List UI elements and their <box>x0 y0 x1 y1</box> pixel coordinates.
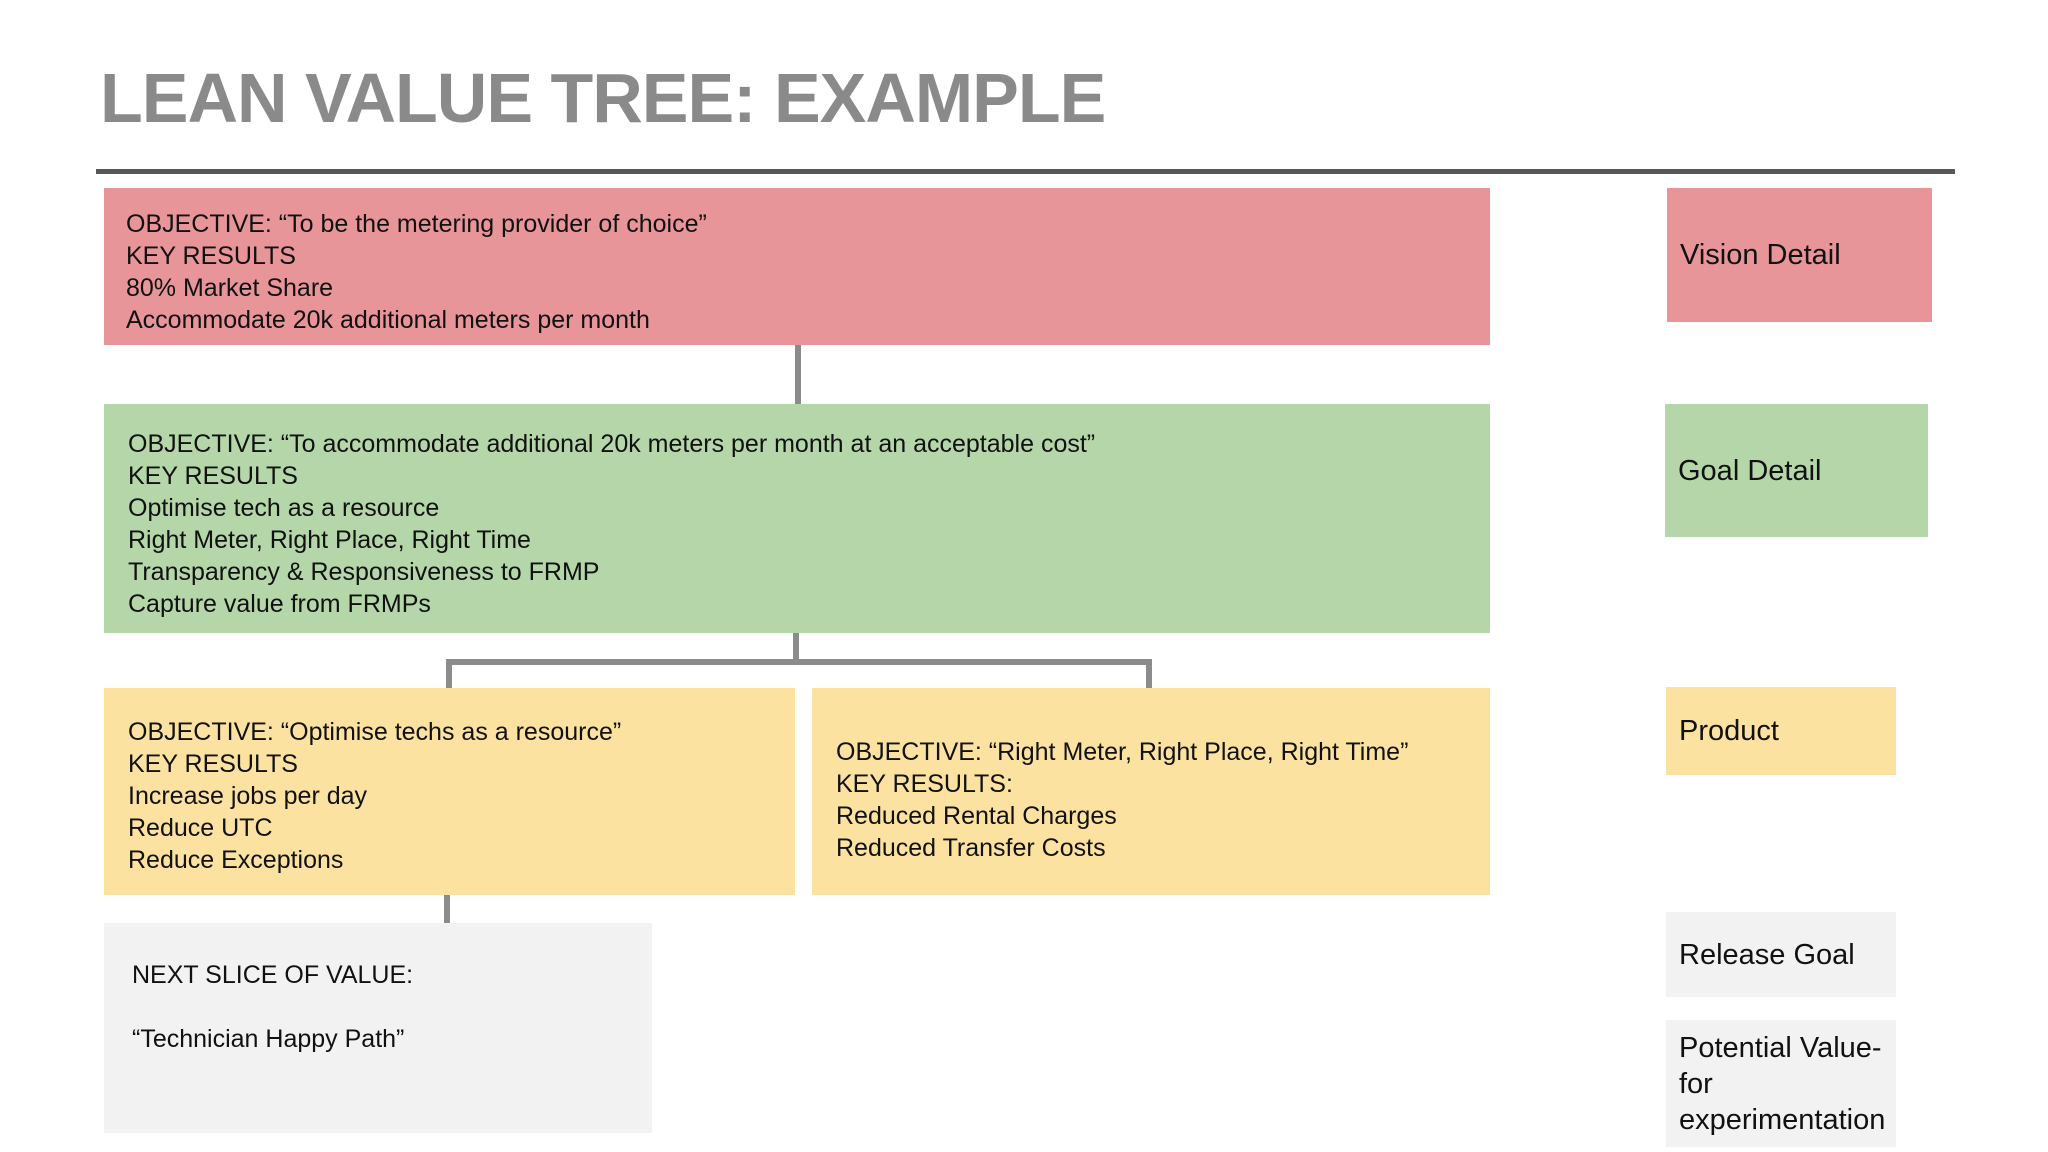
text-line: Reduced Transfer Costs <box>836 834 1106 862</box>
text-line: KEY RESULTS <box>128 462 298 490</box>
text-line: Reduced Rental Charges <box>836 802 1117 830</box>
text-line: OBJECTIVE: “Optimise techs as a resource… <box>128 718 622 746</box>
text-line: Right Meter, Right Place, Right Time <box>128 526 531 554</box>
legend-vision-detail: Vision Detail <box>1667 188 1932 322</box>
legend-goal-detail: Goal Detail <box>1665 404 1928 537</box>
legend-label: Product <box>1679 715 1779 747</box>
goal-node: OBJECTIVE: “To accommodate additional 20… <box>104 404 1490 633</box>
connector-goal-stem <box>793 633 799 664</box>
text-line: Optimise tech as a resource <box>128 494 440 522</box>
page-title: LEAN VALUE TREE: EXAMPLE <box>100 59 1106 137</box>
vision-node: OBJECTIVE: “To be the metering provider … <box>104 188 1490 345</box>
connector-vision-to-goal <box>795 345 801 404</box>
text-line: OBJECTIVE: “Right Meter, Right Place, Ri… <box>836 738 1409 766</box>
text-line: OBJECTIVE: “To accommodate additional 20… <box>128 430 1096 458</box>
text-line: Increase jobs per day <box>128 782 368 810</box>
connector-product-to-next-slice <box>444 895 450 923</box>
text-line: “Technician Happy Path” <box>132 1025 405 1053</box>
title-divider <box>96 169 1955 174</box>
connector-branch-left-drop <box>446 659 452 688</box>
text-line: Transparency & Responsiveness to FRMP <box>128 558 600 586</box>
text-line: Reduce UTC <box>128 814 273 842</box>
text-line: NEXT SLICE OF VALUE: <box>132 961 414 989</box>
text-line: Reduce Exceptions <box>128 846 344 874</box>
connector-branch-horizontal <box>446 659 1152 665</box>
product-node-right-meter: OBJECTIVE: “Right Meter, Right Place, Ri… <box>812 688 1490 895</box>
text-line: Accommodate 20k additional meters per mo… <box>126 306 650 334</box>
text-line: KEY RESULTS <box>126 242 296 270</box>
legend-label: Goal Detail <box>1678 454 1822 487</box>
next-slice-of-value-node: NEXT SLICE OF VALUE: “Technician Happy Pa… <box>104 923 652 1133</box>
legend-label: Vision Detail <box>1680 239 1841 271</box>
text-line: Capture value from FRMPs <box>128 590 431 618</box>
legend-release-goal: Release Goal <box>1666 912 1896 997</box>
legend-potential-value: Potential Value- for experimentation <box>1666 1020 1896 1147</box>
text-line: KEY RESULTS <box>128 750 298 778</box>
connector-branch-right-drop <box>1146 659 1152 688</box>
legend-product: Product <box>1666 687 1896 775</box>
legend-label: Release Goal <box>1679 938 1855 971</box>
text-line: KEY RESULTS: <box>836 770 1013 798</box>
text-line: OBJECTIVE: “To be the metering provider … <box>126 210 707 238</box>
text-line: 80% Market Share <box>126 274 334 302</box>
product-node-optimise-techs: OBJECTIVE: “Optimise techs as a resource… <box>104 688 795 895</box>
legend-label: Potential Value- for experimentation <box>1679 1031 1886 1136</box>
